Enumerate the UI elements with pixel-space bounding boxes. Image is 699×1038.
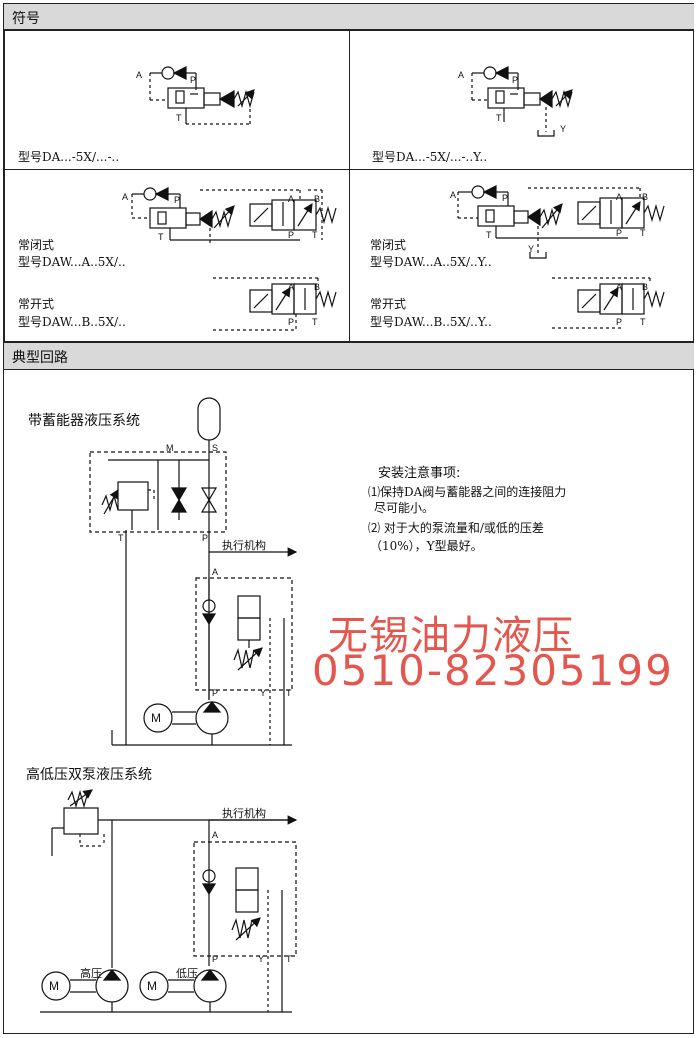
symbols-title: 符号 <box>12 11 40 27</box>
port-p-label: P <box>174 195 180 205</box>
page-frame <box>3 3 694 1034</box>
model-label: 型号DAW...B..5X/.. <box>18 315 126 329</box>
port-t-label: T <box>176 113 182 123</box>
port-t-label: T <box>312 230 318 240</box>
port-p-label: P <box>512 75 518 85</box>
port-p-label: P <box>502 193 508 203</box>
motor-label: M <box>147 979 157 993</box>
circuit2-title: 高低压双泵液压系统 <box>26 767 152 783</box>
notes-title: 安装注意事项: <box>378 466 461 481</box>
port-y-label: Y <box>258 954 264 964</box>
symbol-da-valve <box>149 66 255 125</box>
port-t-label: T <box>496 113 502 123</box>
port-a-label: A <box>136 70 142 80</box>
port-a-label: A <box>450 190 456 200</box>
motor-label: M <box>151 711 161 725</box>
model-label: 型号DAW...A..5X/..Y.. <box>370 255 492 269</box>
port-p-label: P <box>288 230 294 240</box>
port-m-label: M <box>166 443 174 453</box>
port-b-label: B <box>314 194 320 204</box>
watermark-phone: 0510-82305199 <box>312 646 674 695</box>
model-label: 型号DAW...A..5X/.. <box>18 255 126 269</box>
circuit1-title: 带蓄能器液压系统 <box>28 413 140 429</box>
port-y-label: Y <box>560 124 566 134</box>
model-label: 型号DA...-5X/...-.. <box>18 150 120 164</box>
port-b-label: B <box>314 282 320 292</box>
port-a-label: A <box>212 567 218 577</box>
dual-pump-circuit <box>40 789 298 1013</box>
symbol-daw-y-valve <box>457 185 665 329</box>
motor-label: M <box>49 979 59 993</box>
port-a-label: A <box>458 70 464 80</box>
circuits-title: 典型回路 <box>12 350 68 366</box>
port-y-label: Y <box>528 244 534 254</box>
port-t-label: T <box>158 232 164 242</box>
port-a-label: A <box>616 192 622 202</box>
symbol-da-y-valve <box>471 66 573 137</box>
port-a-label: A <box>288 282 294 292</box>
port-p-label: P <box>212 954 218 964</box>
port-a-label: A <box>212 830 218 840</box>
high-pressure-label: 高压 <box>80 967 102 980</box>
notes-line: 尽可能小。 <box>374 501 435 515</box>
notes-line: ⑴保持DA阀与蓄能器之间的连接阻力 <box>368 485 567 499</box>
port-b-label: B <box>642 192 648 202</box>
port-t-label: T <box>640 317 646 327</box>
port-y-label: Y <box>260 688 266 698</box>
low-pressure-label: 低压 <box>176 967 198 980</box>
symbol-cell-daw-y <box>349 169 694 342</box>
port-p-label: P <box>202 533 208 543</box>
notes-line: （10%），Y型最好。 <box>370 539 483 553</box>
port-a-label: A <box>616 282 622 292</box>
normally-closed-label: 常闭式 <box>370 238 407 252</box>
port-p-label: P <box>616 228 622 238</box>
port-s-label: S <box>212 443 218 453</box>
port-b-label: B <box>642 282 648 292</box>
port-t-label: T <box>286 688 292 698</box>
normally-open-label: 常开式 <box>370 297 407 311</box>
circuits-header: 典型回路 <box>4 342 694 370</box>
port-a-label: A <box>122 192 128 202</box>
port-p-label: P <box>190 75 196 85</box>
port-t-label: T <box>486 230 492 240</box>
model-label: 型号DAW...B..5X/..Y.. <box>370 315 492 329</box>
normally-open-label: 常开式 <box>18 297 55 311</box>
port-t-label: T <box>640 228 646 238</box>
normally-closed-label: 常闭式 <box>18 238 55 252</box>
port-t-label: T <box>312 317 318 327</box>
actuator-label: 执行机构 <box>222 539 266 552</box>
port-t-label: T <box>118 533 124 543</box>
port-p-label: P <box>616 317 622 327</box>
model-label: 型号DA...-5X/...-..Y.. <box>372 150 488 164</box>
actuator-label: 执行机构 <box>222 807 266 820</box>
port-p-label: P <box>212 688 218 698</box>
symbol-daw-valve <box>131 187 337 331</box>
watermark-company: 无锡油力液压 <box>328 613 574 659</box>
accumulator-circuit <box>89 397 298 746</box>
port-a-label: A <box>288 194 294 204</box>
symbols-header: 符号 <box>4 4 694 30</box>
port-p-label: P <box>288 317 294 327</box>
notes-line: ⑵ 对于大的泵流量和/或低的压差 <box>368 521 544 535</box>
port-t-label: T <box>286 954 292 964</box>
